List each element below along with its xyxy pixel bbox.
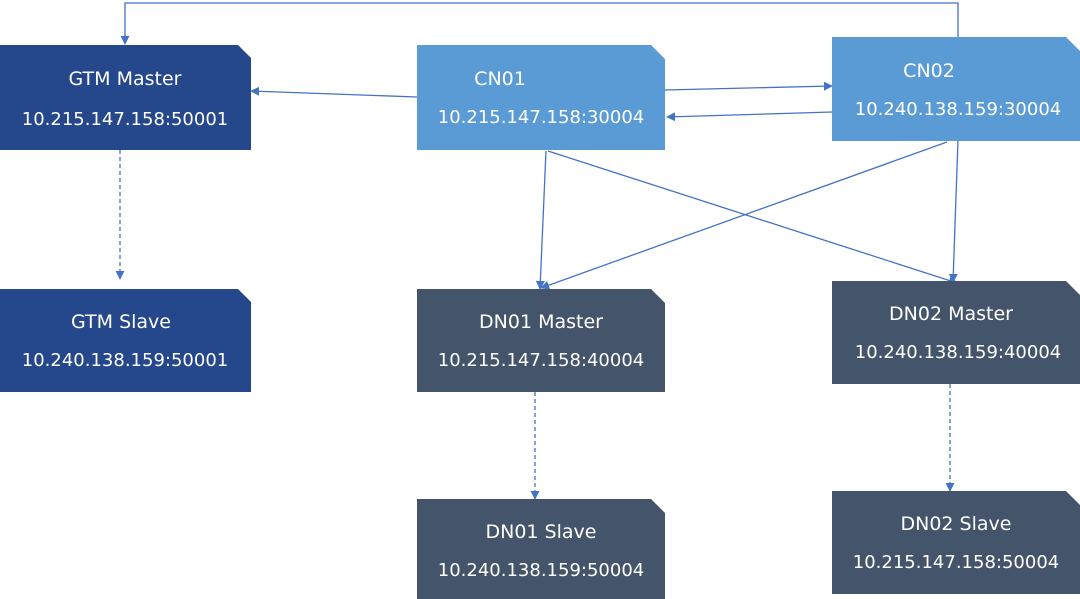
node-title: CN02	[903, 60, 955, 82]
node-cn02: CN02 10.240.138.159:30004	[832, 37, 1080, 141]
node-title: DN02 Slave	[901, 513, 1012, 535]
edge-cn02-to-dn01-master	[540, 141, 948, 290]
node-box	[832, 37, 1080, 141]
node-box	[0, 289, 251, 392]
edge-cn02-to-dn02-master	[948, 139, 959, 283]
node-box	[832, 281, 1080, 384]
node-title: DN02 Master	[889, 303, 1013, 325]
node-cn01: CN01 10.215.147.158:30004	[417, 45, 665, 150]
edge-cn01-to-dn01-master	[535, 150, 547, 290]
node-dn02-slave: DN02 Slave 10.215.147.158:50004	[832, 491, 1080, 594]
node-dn01-slave: DN01 Slave 10.240.138.159:50004	[417, 499, 665, 599]
node-box	[417, 289, 665, 392]
edge-cn01-to-dn02-master	[547, 150, 958, 285]
node-gtm-slave: GTM Slave 10.240.138.159:50001	[0, 289, 251, 392]
node-address: 10.215.147.158:50004	[853, 552, 1059, 573]
node-title: CN01	[474, 68, 526, 90]
node-address: 10.240.138.159:30004	[855, 99, 1061, 120]
node-address: 10.215.147.158:30004	[438, 107, 644, 128]
edge-cn02-to-gtm-master	[120, 2, 959, 45]
node-address: 10.215.147.158:50001	[22, 109, 228, 130]
node-box	[417, 499, 665, 599]
node-dn01-master: DN01 Master 10.215.147.158:40004	[417, 289, 665, 392]
edge-cn01-to-cn02	[664, 81, 833, 91]
node-title: DN01 Slave	[486, 521, 597, 543]
node-gtm-master: GTM Master 10.215.147.158:50001	[0, 45, 251, 150]
node-dn02-master: DN02 Master 10.240.138.159:40004	[832, 281, 1080, 384]
edges-layer	[115, 2, 959, 500]
node-box	[417, 45, 665, 150]
edge-cn02-to-cn01	[666, 111, 833, 122]
edge-cn01-to-gtm-master	[250, 86, 418, 98]
node-address: 10.240.138.159:50004	[438, 560, 644, 581]
node-box	[0, 45, 251, 150]
node-address: 10.240.138.159:50001	[22, 350, 228, 371]
node-title: DN01 Master	[479, 311, 603, 333]
node-title: GTM Master	[69, 68, 182, 90]
node-box	[832, 491, 1080, 594]
node-address: 10.215.147.158:40004	[438, 350, 644, 371]
node-title: GTM Slave	[71, 311, 171, 333]
node-address: 10.240.138.159:40004	[855, 342, 1061, 363]
